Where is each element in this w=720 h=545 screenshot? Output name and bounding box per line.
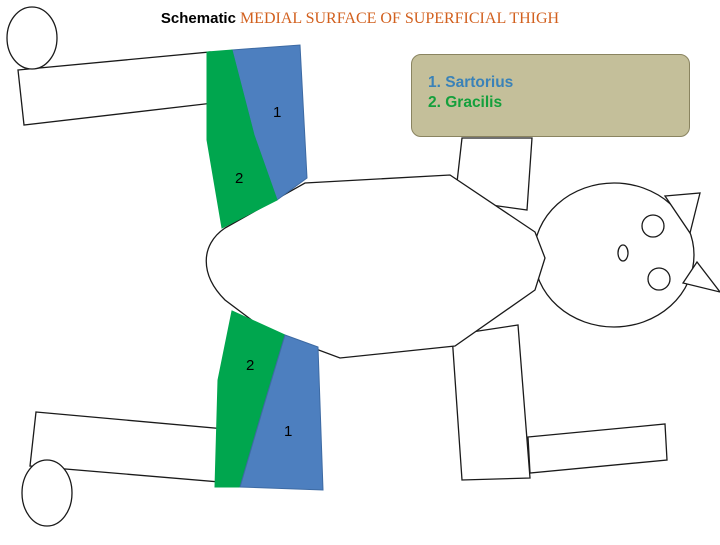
torso-shape xyxy=(205,174,546,359)
upper-sartorius-number: 1 xyxy=(273,104,281,121)
front-lower-leg-upright-shape xyxy=(451,324,531,481)
eye-lower-shape xyxy=(647,267,671,291)
hind-lower-paw-shape xyxy=(21,459,73,527)
upper-gracilis-muscle xyxy=(206,49,278,229)
lower-gracilis-number: 2 xyxy=(246,357,254,374)
nose-shape xyxy=(617,244,629,262)
front-lower-foot-shape xyxy=(527,423,668,474)
upper-gracilis-number: 2 xyxy=(235,170,243,187)
title-main: MEDIAL SURFACE OF SUPERFICIAL THIGH xyxy=(239,10,560,27)
eye-upper-shape xyxy=(641,214,665,238)
lower-sartorius-muscle xyxy=(239,334,324,491)
hind-upper-leg-shape xyxy=(17,51,223,126)
head-shape xyxy=(533,182,695,328)
lower-sartorius-number: 1 xyxy=(284,423,292,440)
diagram-title: Schematic MEDIAL SURFACE OF SUPERFICIAL … xyxy=(0,10,720,28)
ear-lower-shape xyxy=(681,260,720,293)
hind-upper-paw-shape xyxy=(6,6,58,70)
legend-item-sartorius: 1. Sartorius xyxy=(428,74,514,91)
ear-upper-shape xyxy=(663,192,701,235)
muscle-legend: 1. Sartorius 2. Gracilis xyxy=(411,54,690,137)
title-prefix: Schematic xyxy=(160,10,236,27)
legend-item-gracilis: 2. Gracilis xyxy=(428,94,503,111)
